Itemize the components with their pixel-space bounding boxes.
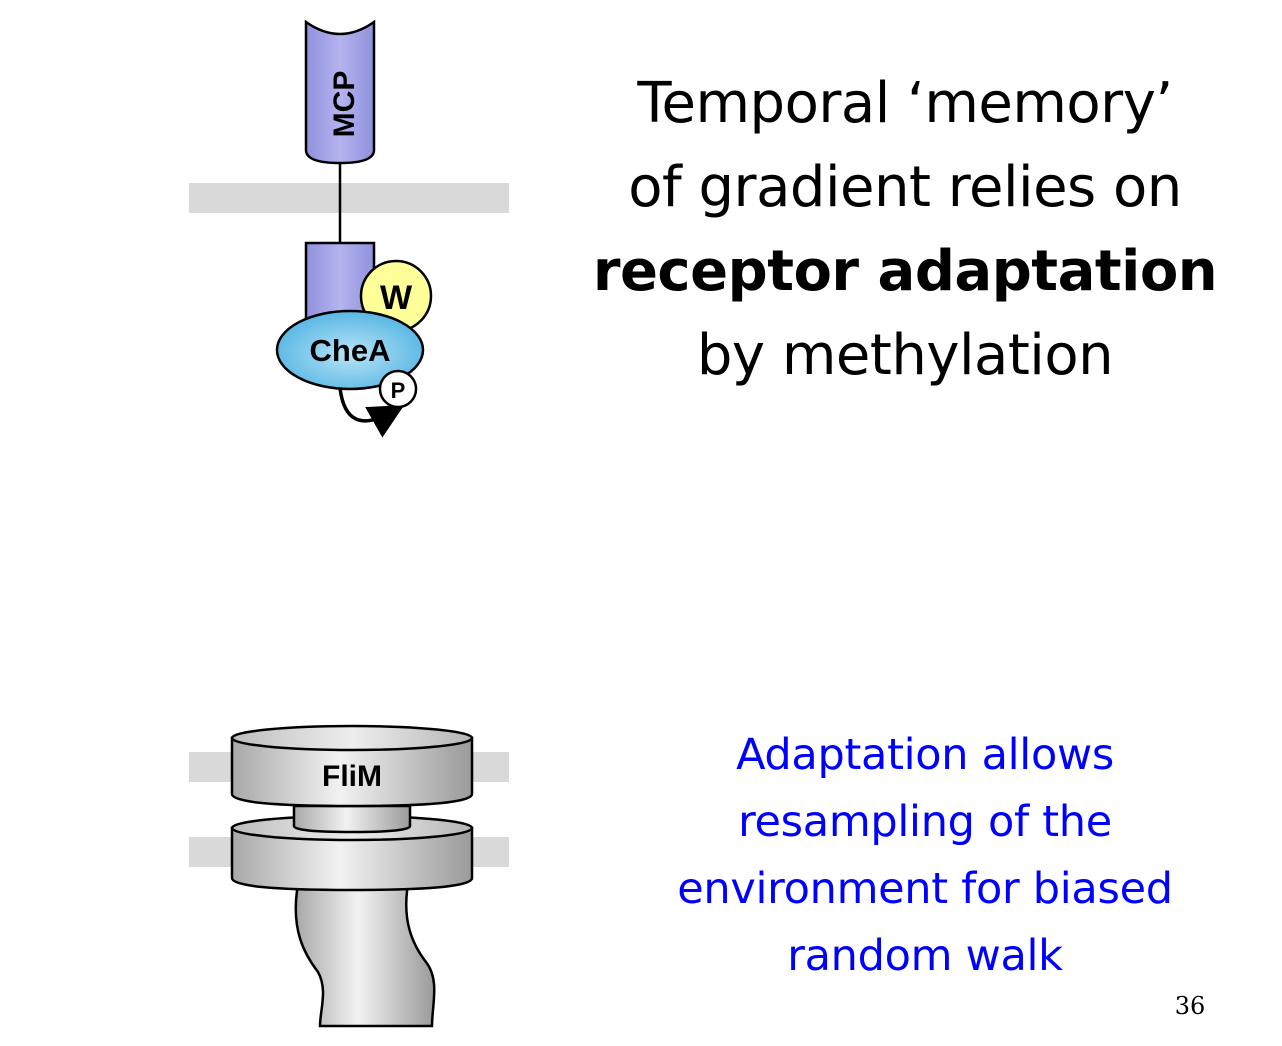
mcp-label: MCP <box>328 71 361 138</box>
phosphate-circle <box>378 369 418 409</box>
page-number: 36 <box>1174 992 1206 1020</box>
autophosphorylation-arrow <box>338 387 405 438</box>
note-line-2: resampling of the <box>738 797 1112 847</box>
note-line-4: random walk <box>787 931 1063 981</box>
slide-title: Temporal ‘memory’ of gradient relies on … <box>560 62 1250 398</box>
chew-label: W <box>380 279 413 317</box>
title-line-2: of gradient relies on <box>628 155 1182 220</box>
receptor-complex: MCP W CheA P <box>189 19 509 438</box>
phosphate-label: P <box>391 378 406 403</box>
chea-label: CheA <box>310 333 391 368</box>
rotor-shaft <box>292 804 412 834</box>
mcp-receptor <box>304 19 376 165</box>
upper-rotor-disk-top <box>230 724 474 752</box>
flim-label: FliM <box>322 760 382 793</box>
chea-ellipse <box>275 309 425 391</box>
lower-rotor-disk <box>230 826 474 892</box>
note-line-1: Adaptation allows <box>736 730 1114 780</box>
adaptation-note: Adaptation allows resampling of the envi… <box>600 722 1250 990</box>
flagellar-motor: FliM <box>189 724 509 1028</box>
title-line-4: by methylation <box>696 323 1114 388</box>
title-line-3-bold: receptor adaptation <box>592 239 1218 304</box>
note-line-3: environment for biased <box>677 864 1173 914</box>
membrane-band-top <box>189 183 509 213</box>
flagellar-hook <box>294 882 436 1028</box>
title-line-1: Temporal ‘memory’ <box>637 71 1173 136</box>
upper-rotor-disk <box>230 736 474 808</box>
